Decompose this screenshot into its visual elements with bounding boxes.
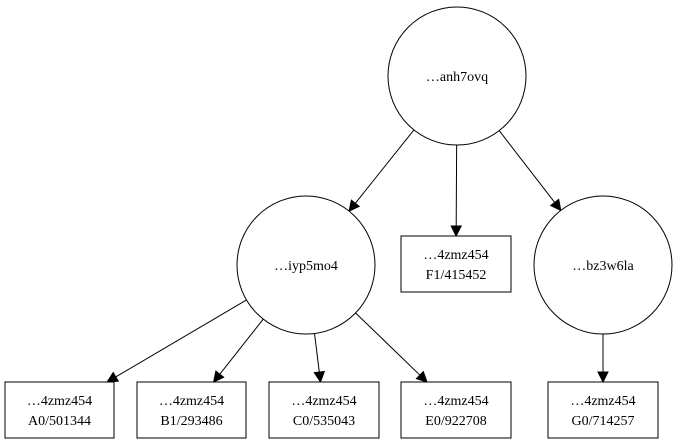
edge-line — [314, 333, 320, 373]
node-label-line-1: …bz3w6la — [572, 259, 634, 274]
arrowhead — [415, 370, 428, 383]
node-label-line-2: G0/714257 — [572, 414, 635, 429]
node-label-line-1: …4zmz454 — [159, 394, 224, 409]
edge-n_iyp-to-leaf_b1 — [212, 318, 264, 383]
node-box — [547, 381, 659, 439]
node-n_bz3: …bz3w6la — [533, 195, 673, 335]
edge-n_iyp-to-leaf_c0 — [313, 333, 326, 384]
node-circle — [533, 195, 673, 335]
edge-line — [355, 312, 421, 376]
arrowhead — [549, 198, 562, 212]
node-label-line-2: F1/415452 — [426, 268, 487, 283]
node-label-line-1: …4zmz454 — [570, 394, 635, 409]
node-circle — [236, 195, 376, 335]
arrowhead — [597, 371, 609, 384]
node-label-line-1: …4zmz454 — [27, 394, 92, 409]
arrowhead — [348, 199, 361, 212]
edge-line — [115, 299, 247, 378]
node-label-line-1: …anh7ovq — [426, 70, 488, 85]
edge-n_iyp-to-leaf_a0 — [106, 299, 247, 383]
node-label-line-1: …iyp5mo4 — [274, 259, 338, 274]
node-label-line-2: A0/501344 — [28, 414, 91, 429]
node-box — [400, 381, 512, 439]
node-box — [4, 381, 115, 439]
edge-n_bz3-to-leaf_g0 — [597, 334, 609, 384]
node-label-line-1: …4zmz454 — [423, 394, 488, 409]
node-label-line-2: E0/922708 — [425, 414, 486, 429]
node-label-line-1: …4zmz454 — [291, 394, 356, 409]
arrowhead — [313, 370, 326, 384]
nodes-layer: …anh7ovq…iyp5mo4…bz3w6la…4zmz454F1/41545… — [4, 6, 673, 439]
arrowhead — [212, 370, 225, 383]
node-circle — [387, 6, 527, 146]
node-box — [136, 381, 247, 439]
node-label-line-2: C0/535043 — [293, 414, 355, 429]
edge-root-to-n_iyp — [348, 129, 415, 212]
node-label-line-1: …4zmz454 — [423, 248, 488, 263]
edge-n_iyp-to-leaf_e0 — [355, 312, 428, 383]
edge-line — [354, 129, 415, 204]
arrowhead — [106, 371, 120, 383]
node-box — [268, 381, 380, 439]
node-box — [400, 235, 512, 293]
edge-line — [498, 130, 556, 203]
edges-layer — [106, 129, 609, 384]
node-root: …anh7ovq — [387, 6, 527, 146]
edge-root-to-n_bz3 — [498, 130, 562, 212]
arrowhead — [450, 225, 463, 238]
node-label-line-2: B1/293486 — [160, 414, 222, 429]
edge-root-to-leaf_f1 — [450, 144, 463, 238]
edge-line — [219, 318, 264, 375]
node-n_iyp: …iyp5mo4 — [236, 195, 376, 335]
